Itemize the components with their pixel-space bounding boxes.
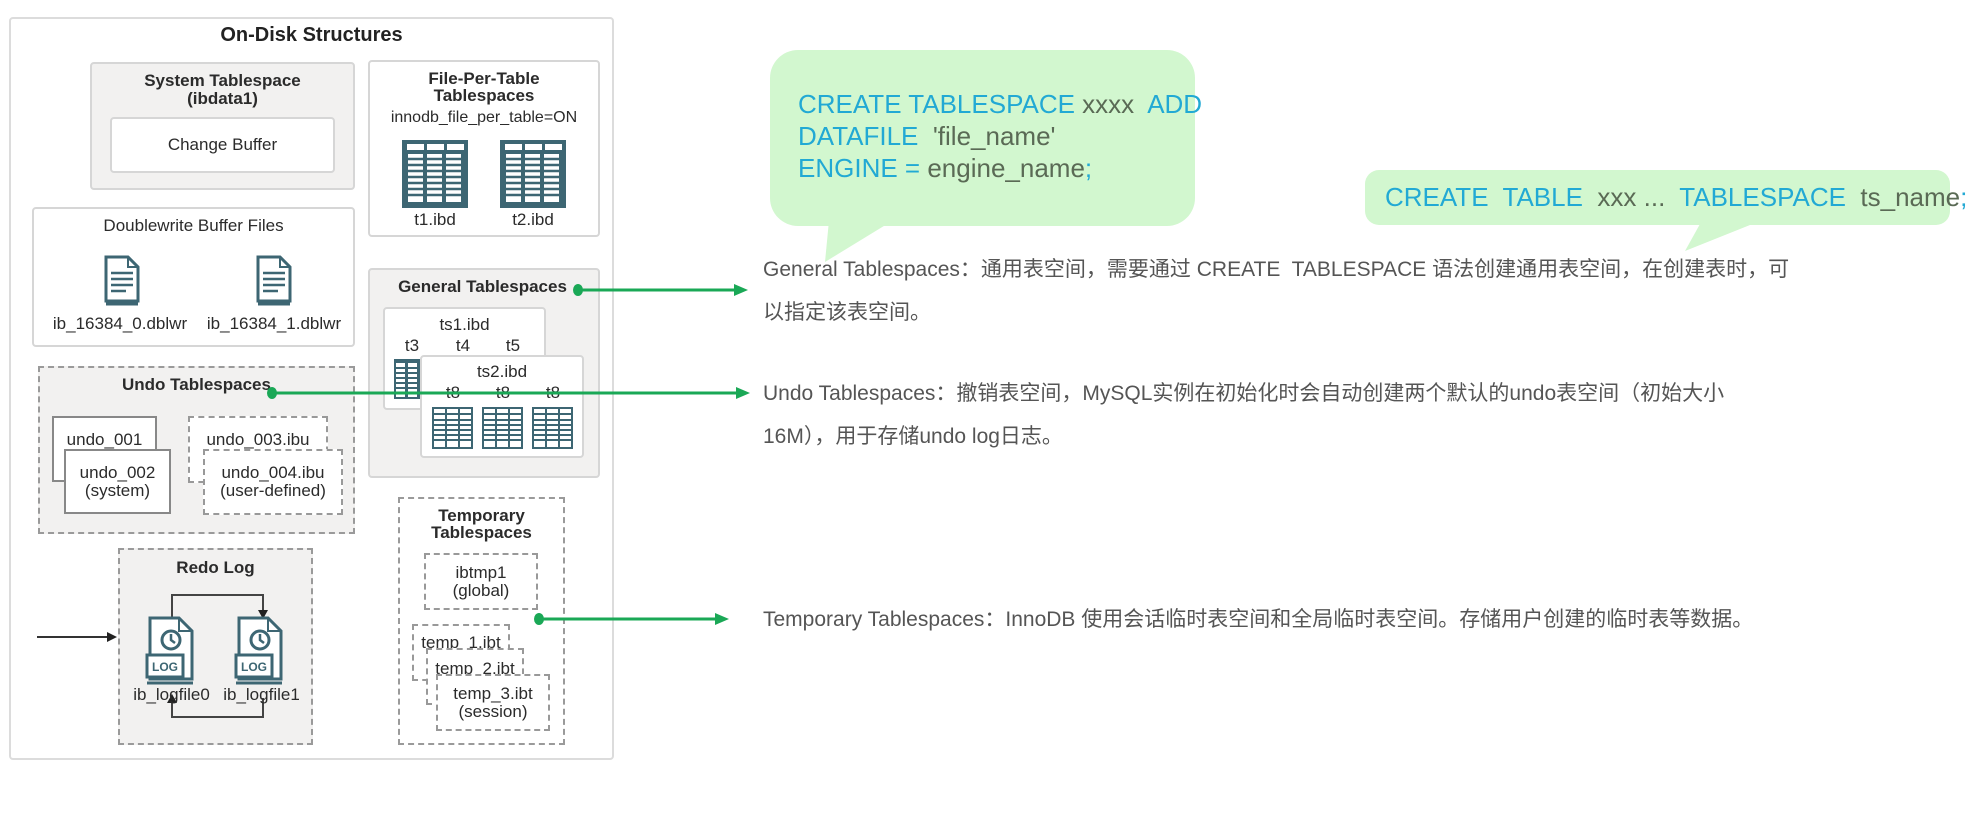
redo-input-arrow <box>37 632 117 642</box>
redo-file-label: ib_logfile1 <box>223 685 300 704</box>
table-icon <box>402 140 468 208</box>
redo-cycle-arrows <box>167 594 268 718</box>
redo-file-label: ib_logfile0 <box>133 685 210 704</box>
sql-keyword: CREATE TABLESPACE <box>798 89 1075 119</box>
temp3-note: (session) <box>458 702 528 721</box>
file-label: t1.ibd <box>414 210 456 229</box>
sql-terminator: ; <box>1084 153 1093 183</box>
temp1-label: temp_1.ibt <box>421 633 501 652</box>
change-buffer-box <box>110 117 335 173</box>
system-tablespace-title: System Tablespace <box>144 71 301 90</box>
undo-002-label: undo_002 <box>79 463 156 482</box>
undo-004-label: undo_004.ibu <box>221 463 325 482</box>
create-tablespace-code: CREATE TABLESPACE xxxx ADD DATAFILE 'fil… <box>798 88 1202 184</box>
undo-001-label: undo_001 <box>66 430 143 449</box>
ts1-table-label: t4 <box>455 336 471 355</box>
general-description: General Tablespaces：通用表空间，需要通过 CREATE TA… <box>763 248 1789 334</box>
sql-identifier: 'file_name' <box>932 121 1056 151</box>
change-buffer-label: Change Buffer <box>167 135 278 154</box>
sql-identifier: xxx ... <box>1597 182 1666 212</box>
doublewrite-file-label: ib_16384_1.dblwr <box>206 314 342 333</box>
undo-002-box <box>64 449 171 514</box>
ibtmp1-box <box>424 553 538 610</box>
system-tablespace-subtitle: (ibdata1) <box>187 89 258 108</box>
sql-keyword: DATAFILE <box>798 121 919 151</box>
diagram-title: On-Disk Structures <box>220 24 403 46</box>
table-icon <box>482 407 523 449</box>
table-icon <box>532 407 573 449</box>
temporary-title-1: Temporary <box>438 506 525 525</box>
log-file-icon <box>234 616 283 685</box>
doublewrite-buffer-box <box>32 207 355 347</box>
sql-identifier: engine_name <box>927 153 1085 183</box>
temporary-description-line-1: Temporary Tablespaces：InnoDB 使用会话临时表空间和全… <box>763 608 1754 631</box>
redo-log-title: Redo Log <box>176 558 255 577</box>
temporary-title-2: Tablespaces <box>431 523 532 542</box>
log-file-icon <box>145 616 194 685</box>
sql-identifier: ts_name <box>1860 182 1961 212</box>
undo-description: Undo Tablespaces：撤销表空间，MySQL实例在初始化时会自动创建… <box>763 372 1724 458</box>
ibtmp1-note: (global) <box>452 581 510 600</box>
undo-003-label: undo_003.ibu <box>206 430 310 449</box>
sql-keyword: TABLESPACE <box>1679 182 1846 212</box>
sql-terminator: ; <box>1960 182 1968 212</box>
create-tablespace-bubble <box>770 50 1195 226</box>
sql-identifier: xxxx <box>1082 89 1135 119</box>
connector-general <box>573 284 748 296</box>
undo-tablespaces-title: Undo Tablespaces <box>122 375 271 394</box>
undo-description-line-2: 16M），用于存储undo log日志。 <box>763 425 1063 448</box>
log-icon-label: LOG <box>241 660 267 674</box>
doublewrite-title: Doublewrite Buffer Files <box>103 216 284 235</box>
ts1-label: ts1.ibd <box>439 315 490 334</box>
undo-description-line-1: Undo Tablespaces：撤销表空间，MySQL实例在初始化时会自动创建… <box>763 382 1725 405</box>
create-table-bubble <box>1365 170 1950 225</box>
create-table-code: CREATE TABLE xxx ... TABLESPACE ts_name; <box>1385 181 1967 213</box>
undo-002-note: (system) <box>84 481 151 500</box>
ibtmp1-label: ibtmp1 <box>455 563 507 582</box>
table-icon <box>500 140 566 208</box>
table-icon <box>432 407 473 449</box>
ts2-label: ts2.ibd <box>476 362 528 381</box>
sql-keyword: ENGINE = <box>798 153 921 183</box>
general-description-line-2: 以指定该表空间。 <box>763 301 931 324</box>
general-tablespaces-title: General Tablespaces <box>398 277 567 296</box>
temp3-label: temp_3.ibt <box>453 684 533 703</box>
temp2-label: temp_2.ibt <box>435 659 515 678</box>
document-icon <box>104 255 140 306</box>
temporary-description: Temporary Tablespaces：InnoDB 使用会话临时表空间和全… <box>763 598 1753 641</box>
document-icon <box>256 255 292 306</box>
connector-undo <box>267 387 750 399</box>
sql-keyword: ADD <box>1147 89 1203 119</box>
connector-temporary <box>534 613 729 625</box>
general-description-line-1: General Tablespaces：通用表空间，需要通过 CREATE TA… <box>763 258 1790 281</box>
ts1-table-label: t3 <box>404 336 420 355</box>
log-icon-label: LOG <box>152 660 178 674</box>
file-per-table-title-1: File-Per-Table <box>428 69 540 88</box>
file-label: t2.ibd <box>512 210 554 229</box>
undo-004-note: (user-defined) <box>220 481 326 500</box>
file-per-table-title-2: Tablespaces <box>433 86 535 105</box>
doublewrite-file-label: ib_16384_0.dblwr <box>52 314 188 333</box>
temp3-box <box>436 674 550 731</box>
sql-keyword: CREATE TABLE <box>1385 182 1583 212</box>
ts1-table-label: t5 <box>505 336 521 355</box>
undo-004-box <box>203 449 343 515</box>
file-per-table-setting: innodb_file_per_table=ON <box>390 109 578 126</box>
